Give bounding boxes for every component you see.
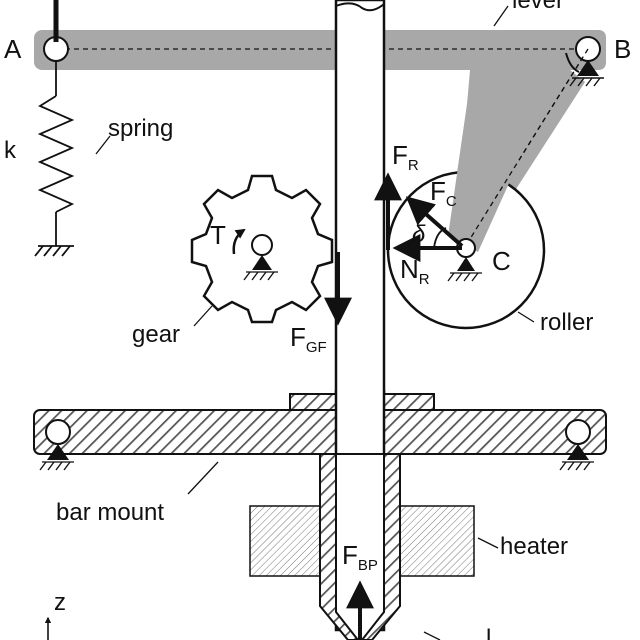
label-heater: heater bbox=[500, 533, 568, 560]
mount-ground-right bbox=[559, 461, 594, 471]
bar-mount-leader bbox=[187, 461, 219, 495]
label-spring: spring bbox=[108, 115, 173, 142]
roller-ground bbox=[447, 272, 482, 282]
spring-leader bbox=[95, 135, 111, 155]
label-lever: lever bbox=[512, 0, 564, 14]
spring bbox=[34, 61, 75, 257]
heater-leader bbox=[477, 537, 499, 549]
gear-ground bbox=[243, 271, 278, 281]
mount-ground-left bbox=[39, 461, 74, 471]
gear bbox=[190, 174, 334, 324]
mount-pivot-right bbox=[565, 419, 591, 445]
mount-support-left bbox=[47, 444, 69, 460]
label-roller: roller bbox=[540, 309, 593, 336]
label-torque: T bbox=[210, 220, 226, 250]
label-k: k bbox=[4, 137, 17, 164]
pivot-b-ground bbox=[569, 77, 604, 87]
beta-arc bbox=[565, 52, 580, 73]
contact-force-arrow bbox=[405, 196, 464, 248]
roller-leader bbox=[517, 311, 535, 323]
label-roller-force: FR bbox=[392, 140, 419, 174]
label-b: B bbox=[614, 34, 631, 64]
gear-support bbox=[252, 255, 272, 270]
mount-support-right bbox=[567, 444, 589, 460]
label-gear: gear bbox=[132, 321, 180, 348]
nozzle bbox=[249, 453, 475, 640]
bar-mount-body bbox=[33, 409, 607, 455]
gear-leader bbox=[193, 305, 213, 327]
label-a: A bbox=[4, 34, 22, 64]
label-delta: δ bbox=[412, 221, 426, 248]
roller-arm-overlay bbox=[448, 70, 560, 252]
rod-break bbox=[335, 2, 385, 12]
label-bar-mount: bar mount bbox=[56, 499, 164, 526]
pivot-b-support bbox=[577, 60, 599, 76]
bar-mount bbox=[33, 390, 607, 471]
label-normal-force: NR bbox=[400, 254, 430, 288]
lever-leader bbox=[493, 5, 509, 27]
gear-axle bbox=[251, 234, 273, 256]
bar-mount-gap bbox=[336, 390, 384, 460]
pivot-a bbox=[43, 0, 69, 62]
torque-arrow bbox=[232, 228, 246, 255]
roller-arm-centerline bbox=[464, 48, 589, 248]
label-bottom-partial: l bbox=[486, 625, 491, 640]
label-c: C bbox=[492, 246, 511, 276]
roller-support bbox=[457, 257, 475, 271]
label-bottom-force: FBP bbox=[342, 540, 378, 574]
label-z: z bbox=[54, 589, 66, 616]
label-contact-force: FC bbox=[430, 176, 457, 210]
bottom-leader bbox=[423, 631, 441, 640]
mount-pivot-left bbox=[45, 419, 71, 445]
lever-beam bbox=[34, 30, 606, 70]
label-gear-force: FGF bbox=[290, 322, 327, 356]
